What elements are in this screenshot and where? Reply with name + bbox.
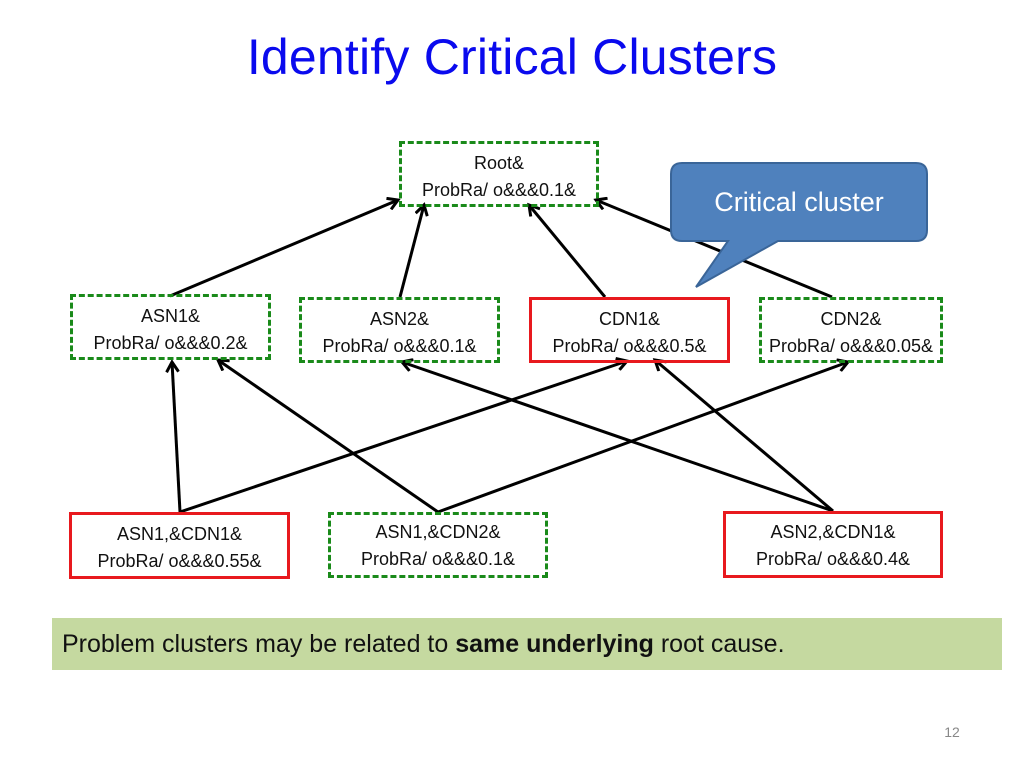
cluster-node-cdn2[interactable]: CDN2& ProbRa/ o&&&0.05& <box>759 297 943 363</box>
edge-asn1-cdn1-to-asn1 <box>172 362 182 513</box>
cluster-node-asn2-cdn1[interactable]: ASN2,&CDN1& ProbRa/ o&&&0.4& <box>723 511 943 578</box>
cluster-name: ASN1& <box>140 306 201 326</box>
cluster-name: Root& <box>473 153 525 173</box>
cluster-node-asn1-cdn1[interactable]: ASN1,&CDN1& ProbRa/ o&&&0.55& <box>69 512 290 579</box>
cluster-probability: ProbRa/ o&&&0.5& <box>552 336 707 356</box>
banner-text-suffix: root cause. <box>653 630 785 658</box>
cluster-probability: ProbRa/ o&&&0.1& <box>360 549 516 569</box>
cluster-name: ASN1,&CDN1& <box>116 524 243 544</box>
slide-title: Identify Critical Clusters <box>246 29 778 85</box>
cluster-node-asn1[interactable]: ASN1& ProbRa/ o&&&0.2& <box>70 294 271 360</box>
cluster-node-cdn1[interactable]: CDN1& ProbRa/ o&&&0.5& <box>529 297 730 363</box>
edge-cdn1-to-root <box>529 205 607 298</box>
edge-asn2-cdn1-to-asn2 <box>402 362 834 513</box>
cluster-name: ASN2& <box>369 309 430 329</box>
cluster-probability: ProbRa/ o&&&0.1& <box>322 336 477 356</box>
cluster-probability: ProbRa/ o&&&0.05& <box>768 336 934 356</box>
cluster-probability: ProbRa/ o&&&0.1& <box>421 180 577 200</box>
cluster-node-asn2[interactable]: ASN2& ProbRa/ o&&&0.1& <box>299 297 500 363</box>
edge-asn2-cdn1-to-cdn1 <box>655 360 834 513</box>
cluster-name: ASN1,&CDN2& <box>375 522 501 542</box>
edge-asn2-to-root <box>398 205 424 298</box>
edge-cdn2-to-root <box>596 200 833 299</box>
edge-asn1-to-root <box>169 200 398 298</box>
callout-bubble-shape <box>670 162 928 288</box>
page-number: 12 <box>944 724 960 740</box>
edge-asn1-cdn1-to-cdn1 <box>179 361 627 514</box>
edge-asn1-cdn2-to-cdn2 <box>437 362 848 514</box>
banner-text-emphasis: same underlying <box>455 630 654 658</box>
cluster-name: ASN2,&CDN1& <box>770 522 896 542</box>
cluster-probability: ProbRa/ o&&&0.55& <box>97 551 262 571</box>
edge-asn1-cdn2-to-asn1 <box>218 360 439 514</box>
cluster-probability: ProbRa/ o&&&0.2& <box>93 333 248 353</box>
critical-cluster-callout: Critical cluster <box>670 162 928 288</box>
cluster-node-root[interactable]: Root& ProbRa/ o&&&0.1& <box>399 141 599 207</box>
banner-text-prefix: Problem clusters may be related to <box>62 630 456 658</box>
takeaway-banner: Problem clusters may be related to same … <box>52 618 1002 670</box>
cluster-name: CDN2& <box>820 309 882 329</box>
callout-text: Critical cluster <box>714 187 884 217</box>
cluster-node-asn1-cdn2[interactable]: ASN1,&CDN2& ProbRa/ o&&&0.1& <box>328 512 548 578</box>
cluster-name: CDN1& <box>598 309 660 329</box>
cluster-probability: ProbRa/ o&&&0.4& <box>755 549 911 569</box>
